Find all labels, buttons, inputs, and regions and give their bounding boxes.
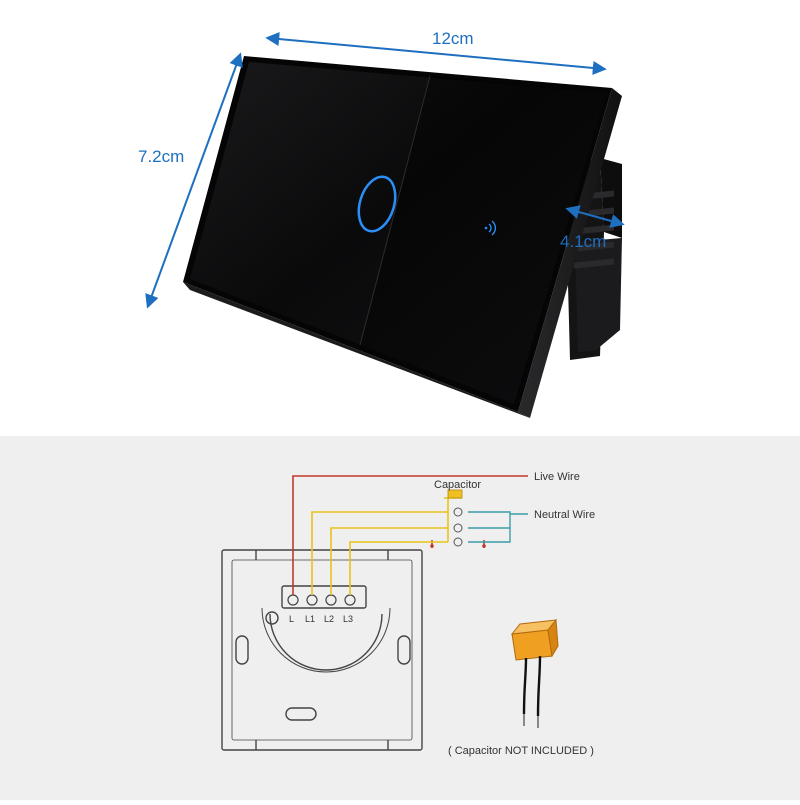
switch-glass-panel [183, 56, 622, 418]
terminal-labels: L L1 L2 L3 [289, 614, 353, 624]
capacitor-label: Capacitor [434, 479, 481, 491]
wifi-signal-icon [484, 220, 496, 236]
light-bulb-icon [453, 507, 463, 547]
depth-label: 4.1cm [560, 232, 606, 251]
product-photo-panel: 12cm 7.2cm 4.1cm [138, 29, 625, 418]
diagram-capacitor [447, 489, 463, 499]
terminal-l2-label: L2 [324, 614, 334, 624]
switch-drawing: 12cm 7.2cm 4.1cm [138, 29, 625, 418]
capacitor-component [510, 618, 559, 728]
live-wire-label: Live Wire [534, 471, 580, 483]
wiring-diagram-panel: L L1 L2 L3 [0, 436, 800, 800]
neutral-wires [468, 511, 528, 543]
depth-dimension: 4.1cm [560, 205, 625, 251]
height-label: 7.2cm [138, 147, 184, 166]
terminal-l1-label: L1 [305, 614, 315, 624]
width-label: 12cm [432, 29, 474, 48]
terminal-l3-label: L3 [343, 614, 353, 624]
width-dimension: 12cm [265, 29, 607, 75]
terminal-l-label: L [289, 614, 294, 624]
junction-dots [430, 544, 486, 548]
ring-touch-icon [357, 175, 397, 233]
wiring-diagram: L L1 L2 L3 [221, 471, 595, 757]
switch-backplate [221, 549, 423, 751]
terminal-block [287, 594, 356, 606]
neutral-wire-label: Neutral Wire [534, 509, 595, 521]
load-wires [311, 497, 462, 595]
live-wire [292, 475, 528, 595]
height-dimension: 7.2cm [138, 52, 243, 309]
capacitor-note: ( Capacitor NOT INCLUDED ) [448, 745, 594, 757]
